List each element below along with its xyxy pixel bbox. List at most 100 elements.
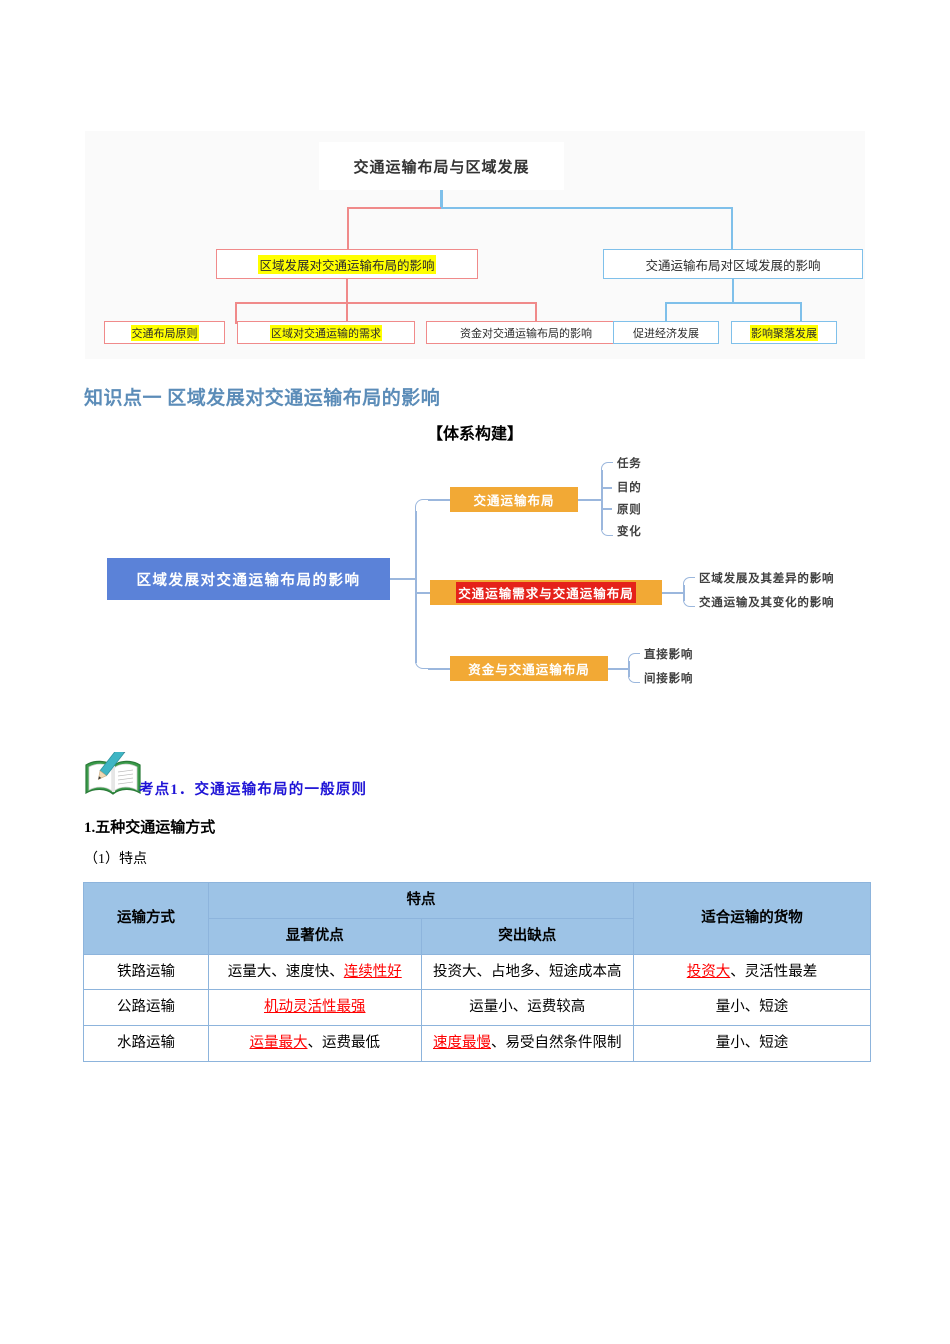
table-header-row-2: 显著优点 突出缺点 (84, 917, 871, 955)
structure-node-capital-layout-label: 资金与交通运输布局 (468, 663, 590, 677)
plain-text: 、运费最低 (307, 1035, 381, 1052)
emphasis-text: 连续性好 (343, 963, 402, 980)
connector-right-bus (665, 302, 802, 304)
connector-b2-bracket-top (683, 577, 695, 589)
cell-advantages: 运量最大、运费最低 (208, 1025, 422, 1063)
plain-text: 运量小、运费较高 (469, 999, 586, 1016)
connector-left-bus (235, 302, 537, 304)
cell-disadvantages: 投资大、占地多、短途成本高 (420, 953, 634, 991)
th-transport-mode: 运输方式 (83, 882, 209, 955)
connector-b1-bracket-top (601, 462, 613, 474)
kaodian-title: 考点1．交通运输布局的一般原则 (139, 782, 368, 798)
page-title: 知识点一 区域发展对交通运输布局的影响 (84, 388, 441, 409)
connector-b1-tick-2 (601, 487, 612, 489)
structure-leaf-principle: 原则 (617, 504, 642, 516)
connector-b3-bracket (628, 661, 630, 677)
connector-drop-right (731, 207, 733, 251)
th-disadvantages: 突出缺点 (420, 917, 634, 955)
plain-text: 量小、短途 (715, 999, 789, 1016)
mindmap-title: 交通运输布局与区域发展 (319, 142, 564, 190)
subheading-features: （1）特点 (84, 852, 147, 867)
cell-advantages: 运量大、速度快、连续性好 (208, 953, 422, 991)
node-layout-principle-label: 交通布局原则 (130, 324, 199, 341)
transport-features-table: 运输方式 特点 适合运输的货物 显著优点 突出缺点 铁路运输运量大、速度快、连续… (83, 882, 871, 1063)
table-head: 运输方式 特点 适合运输的货物 显著优点 突出缺点 (83, 882, 871, 955)
structure-leaf-region-diff: 区域发展及其差异的影响 (699, 573, 835, 585)
node-transport-influence: 交通运输布局对区域发展的影响 (603, 249, 863, 279)
node-settlement-development-label: 影响聚落发展 (750, 324, 818, 341)
cell-disadvantages: 速度最慢、易受自然条件限制 (420, 1025, 634, 1063)
node-region-influence-label: 区域发展对交通运输布局的影响 (258, 254, 436, 274)
connector-b3-bracket-top (628, 653, 640, 665)
table-body: 铁路运输运量大、速度快、连续性好投资大、占地多、短途成本高投资大、灵活性最差公路… (83, 953, 871, 1063)
structure-node-demand-layout-label: 交通运输需求与交通运输布局 (456, 582, 636, 603)
table-row: 水路运输运量最大、运费最低速度最慢、易受自然条件限制量小、短途 (83, 1025, 871, 1063)
table-row: 公路运输 机动灵活性最强 运量小、运费较高 量小、短途 (83, 989, 871, 1027)
mindmap-overview: 交通运输布局与区域发展 区域发展对交通运输布局的影响 交通运输布局对区域发展的影… (85, 131, 865, 359)
structure-root: 区域发展对交通运输布局的影响 (107, 558, 390, 600)
connector-branch-3 (428, 668, 450, 670)
node-region-demand-label: 区域对交通运输的需求 (270, 324, 382, 341)
connector-branch-1 (428, 499, 450, 501)
connector-spine-bottom-curve (415, 655, 429, 669)
connector-spine (415, 511, 417, 663)
node-settlement-development: 影响聚落发展 (731, 321, 837, 344)
structure-map: 区域发展对交通运输布局的影响 交通运输布局 任务 目的 原则 变化 交通运输需求… (85, 455, 875, 710)
connector-left-stem (346, 279, 348, 303)
plain-text: 、易受自然条件限制 (491, 1035, 622, 1052)
cell-transport-mode: 公路运输 (83, 989, 209, 1027)
connector-left-drop-2 (346, 302, 348, 324)
th-features: 特点 (208, 882, 634, 919)
connector-b3-bracket-bottom (628, 671, 640, 683)
subheading-transport-modes: 1.五种交通运输方式 (84, 820, 216, 836)
cell-transport-mode: 铁路运输 (83, 953, 209, 991)
structure-node-transport-layout-label: 交通运输布局 (473, 494, 555, 508)
node-capital-influence: 资金对交通运输布局的影响 (426, 321, 626, 344)
emphasis-text: 速度最慢 (433, 1035, 491, 1052)
connector-b2-bracket-bottom (683, 595, 695, 607)
connector-b1-bracket-bottom (601, 524, 613, 536)
open-book-pencil-icon (85, 752, 141, 795)
structure-leaf-indirect: 间接影响 (644, 673, 694, 685)
plain-text: 、灵活性最差 (730, 963, 818, 980)
connector-right-stem (732, 279, 734, 303)
plain-text: 投资大、占地多、短途成本高 (433, 963, 622, 980)
connector-spine-top-curve (415, 499, 429, 513)
structure-leaf-transport-change: 交通运输及其变化的影响 (699, 597, 835, 609)
cell-suitable-goods: 投资大、灵活性最差 (633, 953, 871, 991)
connector-right-drop-2 (800, 302, 802, 324)
connector-b1-tick-3 (601, 508, 612, 510)
structure-leaf-direct: 直接影响 (644, 649, 694, 661)
node-capital-influence-label: 资金对交通运输布局的影响 (460, 327, 592, 340)
connector-title-stem (440, 190, 443, 208)
connector-trunk-right (441, 207, 733, 209)
emphasis-text: 投资大 (686, 963, 731, 980)
plain-text: 运量大、速度快、 (227, 963, 344, 980)
connector-right-drop-1 (665, 302, 667, 324)
structure-node-capital-layout: 资金与交通运输布局 (450, 656, 608, 681)
connector-b2-bracket (683, 585, 685, 601)
connector-left-drop-1 (235, 302, 237, 324)
kaodian-row: 考点1．交通运输布局的一般原则 (84, 752, 584, 800)
th-advantages: 显著优点 (208, 917, 422, 955)
plain-text: 量小、短途 (715, 1035, 789, 1052)
emphasis-text: 运量最大 (249, 1035, 308, 1052)
connector-root-out (390, 578, 416, 580)
table-row: 铁路运输运量大、速度快、连续性好投资大、占地多、短途成本高投资大、灵活性最差 (83, 953, 871, 991)
connector-b2-out (662, 592, 684, 594)
connector-drop-left (347, 207, 349, 251)
connector-b1-out (578, 499, 602, 501)
cell-suitable-goods: 量小、短途 (633, 1025, 871, 1063)
node-region-influence: 区域发展对交通运输布局的影响 (216, 249, 478, 279)
node-region-demand: 区域对交通运输的需求 (237, 321, 415, 344)
connector-left-drop-3 (535, 302, 537, 324)
emphasis-text: 机动灵活性最强 (264, 999, 366, 1016)
node-layout-principle: 交通布局原则 (104, 321, 225, 344)
structure-leaf-change: 变化 (617, 526, 642, 538)
node-promote-economy-label: 促进经济发展 (633, 327, 699, 340)
connector-trunk-left (347, 207, 442, 209)
connector-b3-out (608, 668, 629, 670)
table-header-row-1: 运输方式 特点 适合运输的货物 (83, 882, 871, 955)
cell-disadvantages: 运量小、运费较高 (420, 989, 634, 1027)
structure-leaf-task: 任务 (617, 458, 642, 470)
